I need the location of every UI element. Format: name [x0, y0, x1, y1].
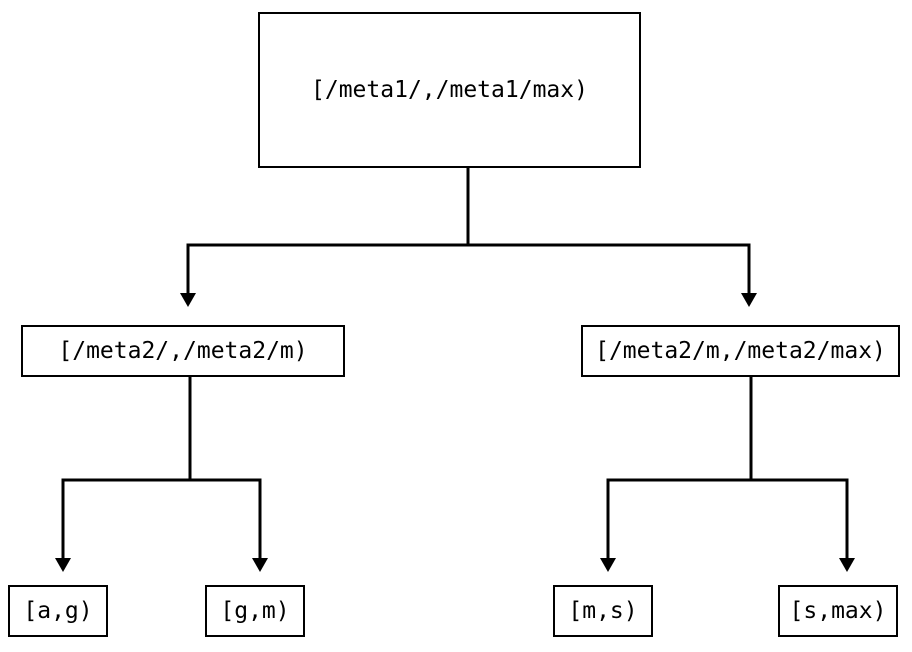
- edge-meta2low-to-a-g: [55, 377, 192, 572]
- tree-leaf-g-m-label: [g,m): [220, 597, 290, 624]
- arrowhead-icon: [180, 293, 196, 307]
- tree-node-root[interactable]: [/meta1/,/meta1/max): [258, 12, 641, 168]
- tree-leaf-s-max[interactable]: [s,max): [778, 585, 898, 637]
- tree-leaf-s-max-label: [s,max): [789, 597, 887, 624]
- arrowhead-icon: [741, 293, 757, 307]
- edge-meta2low-to-g-m: [190, 478, 268, 572]
- edge-meta2high-to-m-s: [600, 377, 753, 572]
- edge-root-to-meta2-high: [468, 243, 757, 307]
- arrowhead-icon: [252, 558, 268, 572]
- edge-meta2high-to-s-max: [751, 478, 855, 572]
- arrowhead-icon: [55, 558, 71, 572]
- arrowhead-icon: [600, 558, 616, 572]
- tree-leaf-a-g[interactable]: [a,g): [8, 585, 108, 637]
- tree-leaf-a-g-label: [a,g): [23, 597, 93, 624]
- tree-node-meta2-high[interactable]: [/meta2/m,/meta2/max): [581, 325, 900, 377]
- tree-leaf-g-m[interactable]: [g,m): [205, 585, 305, 637]
- tree-node-meta2-low[interactable]: [/meta2/,/meta2/m): [21, 325, 345, 377]
- arrowhead-icon: [839, 558, 855, 572]
- tree-leaf-m-s[interactable]: [m,s): [553, 585, 653, 637]
- edge-root-to-meta2-low: [180, 168, 470, 307]
- tree-node-meta2-high-label: [/meta2/m,/meta2/max): [595, 337, 886, 364]
- tree-leaf-m-s-label: [m,s): [568, 597, 638, 624]
- tree-node-root-label: [/meta1/,/meta1/max): [311, 76, 588, 103]
- tree-node-meta2-low-label: [/meta2/,/meta2/m): [58, 337, 308, 364]
